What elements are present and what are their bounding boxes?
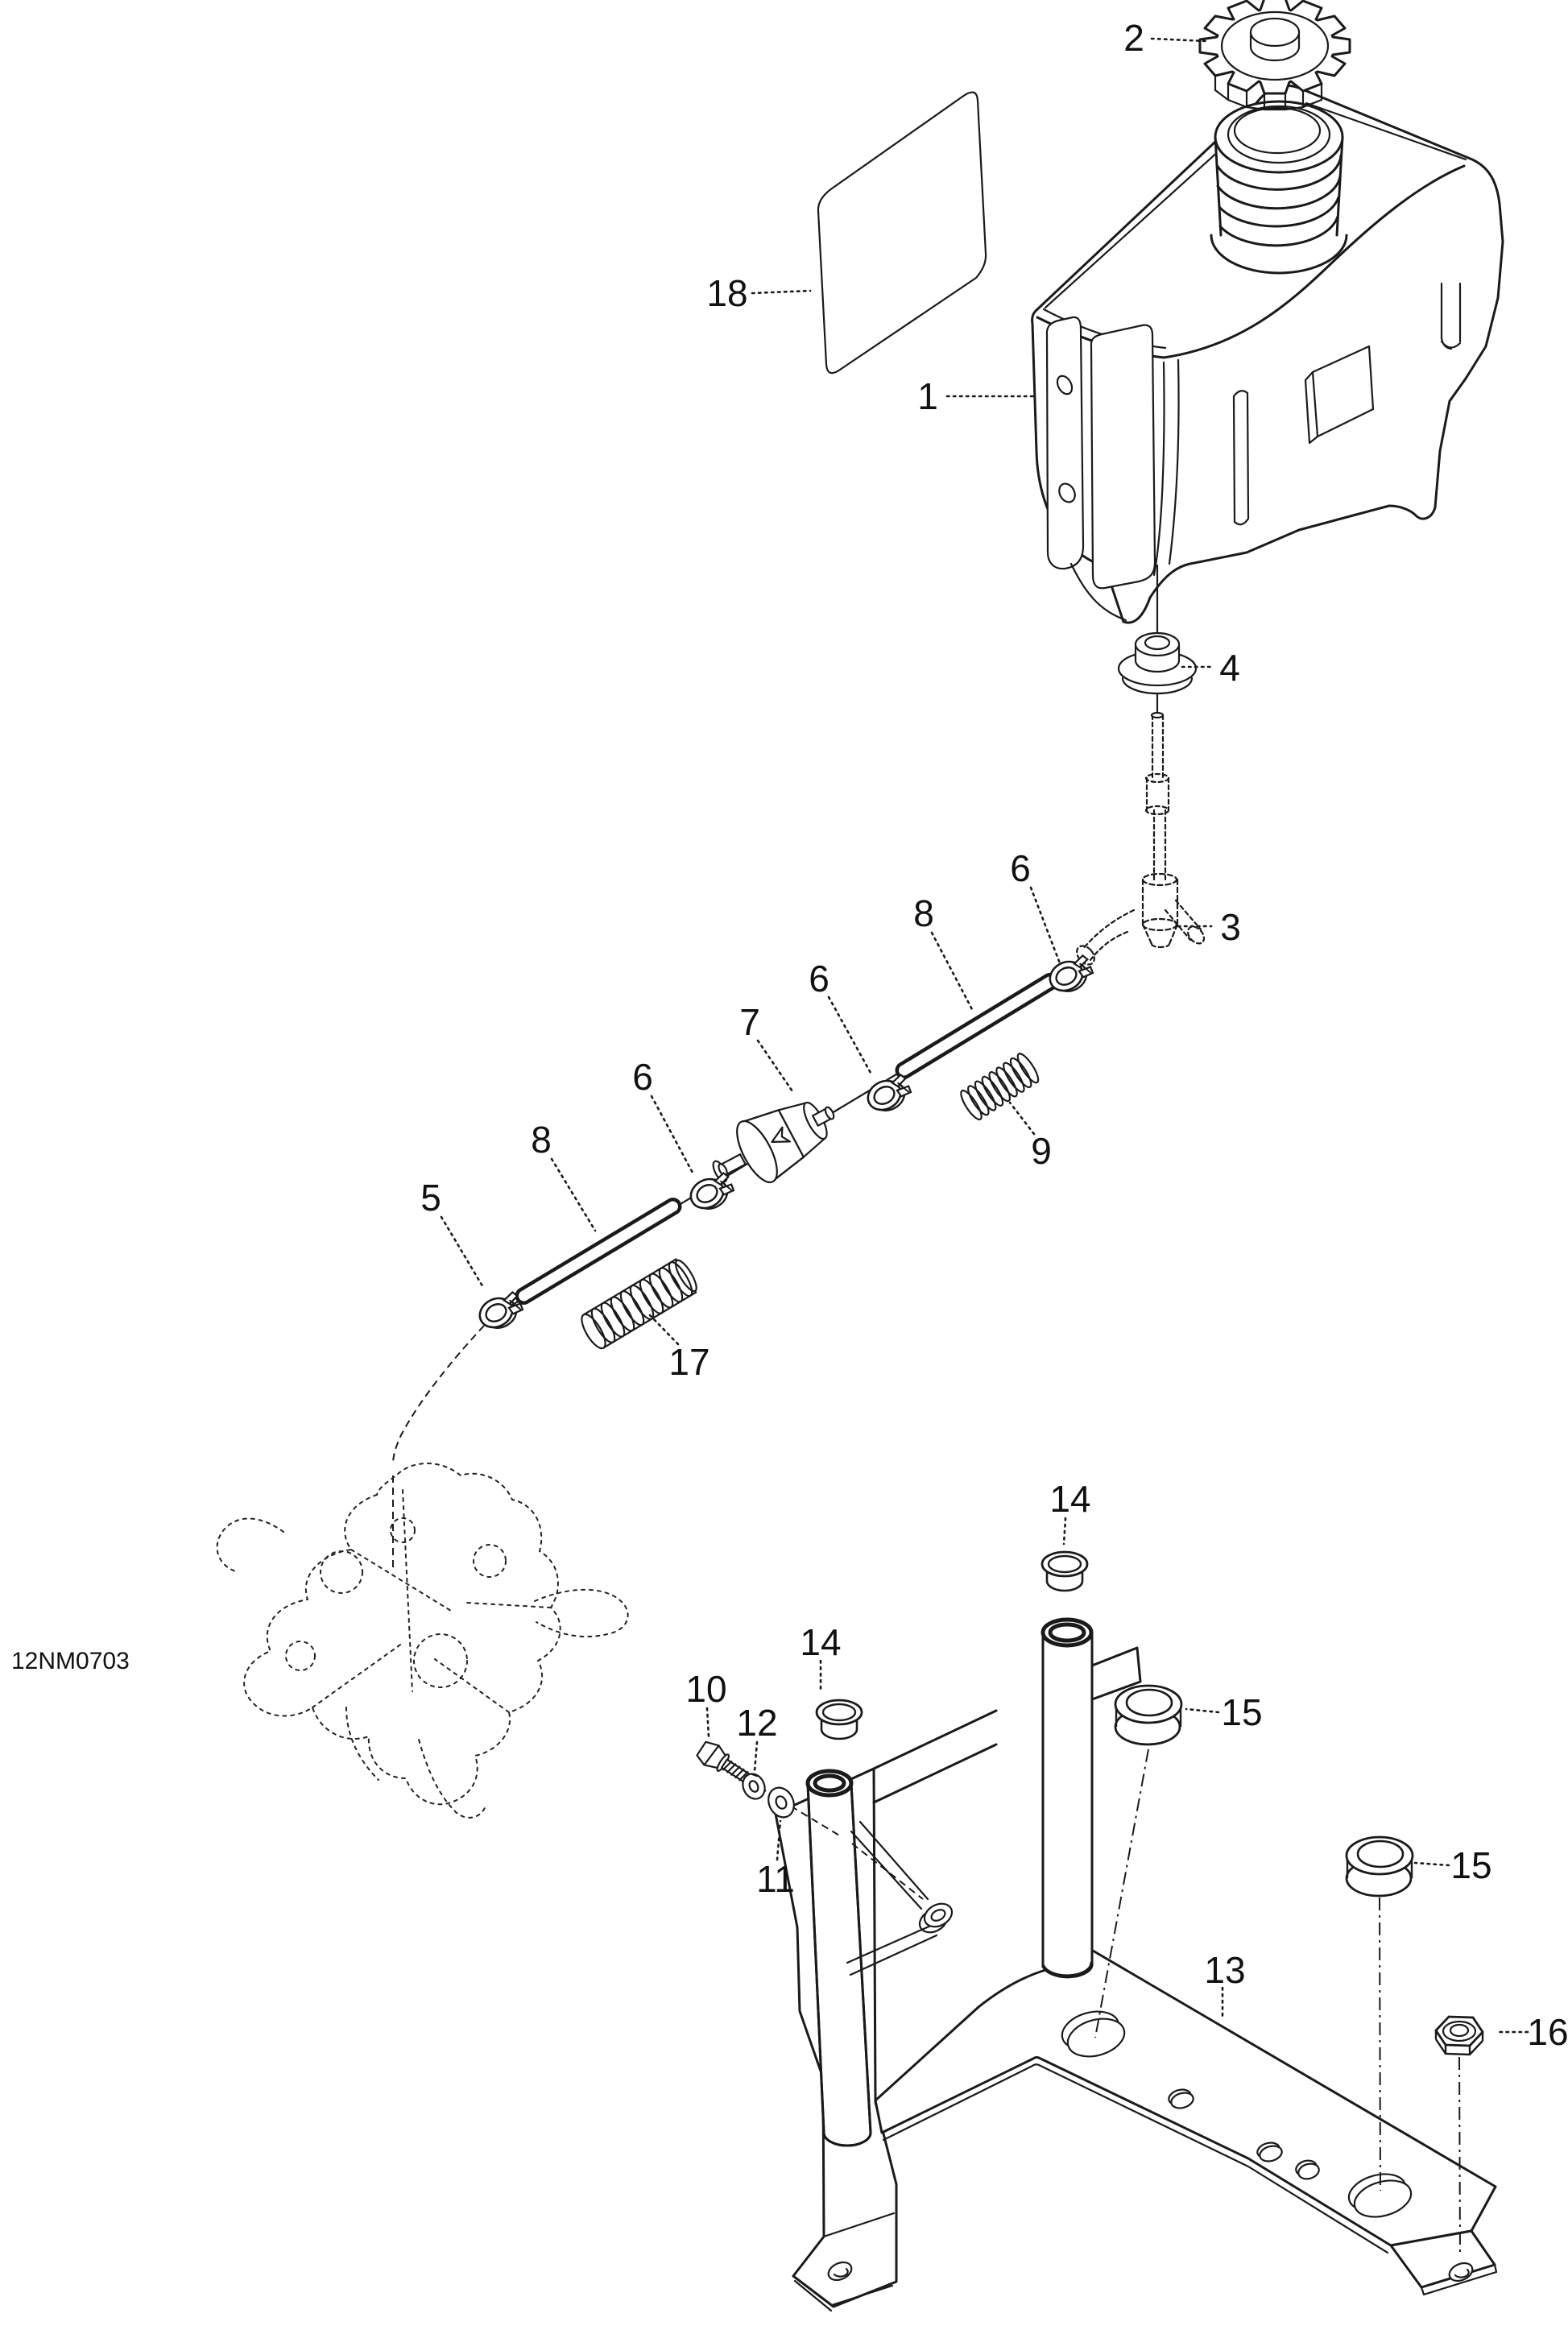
support-tube-left (805, 1769, 872, 2147)
callout-1: 1 (917, 375, 938, 417)
fuel-filter (712, 1101, 835, 1184)
callout-8: 8 (913, 892, 934, 934)
leader-lines (440, 37, 1529, 2034)
bolt (696, 1740, 752, 1785)
callout-11: 11 (756, 1858, 795, 1900)
hose-clamp (685, 1168, 739, 1217)
callout-5: 5 (420, 1177, 441, 1219)
callout-10: 10 (685, 1668, 726, 1710)
figure-code: 12NM0703 (11, 1648, 130, 1674)
callout-9: 9 (1031, 1130, 1052, 1172)
hex-nut (1434, 2015, 1484, 2056)
oil-tank-body (1031, 84, 1504, 624)
bracket-cross-rail (872, 1646, 1142, 1804)
callout-12: 12 (736, 1702, 777, 1744)
tube-cap-plug (815, 1699, 863, 1740)
flat-washer (767, 1786, 795, 1819)
decal (817, 91, 987, 375)
fuel-valve (1076, 711, 1206, 966)
callout-6: 6 (809, 958, 830, 999)
callout-18: 18 (706, 272, 747, 314)
tank-grommet (1117, 564, 1198, 717)
spring (960, 1053, 1040, 1121)
callout-4: 4 (1219, 647, 1240, 689)
callout-15: 15 (1221, 1691, 1262, 1733)
callouts: 2 18 1 4 3 6 8 6 7 6 9 8 5 17 14 14 10 1… (420, 17, 1568, 2053)
callout-6: 6 (1010, 847, 1031, 889)
rubber-grommet (1345, 1835, 1414, 1898)
hose-protector (581, 1258, 697, 1350)
reference-line (392, 1325, 485, 1465)
callout-16: 16 (1527, 2011, 1568, 2053)
support-tube-right (1041, 1617, 1094, 1979)
tank-flange (1045, 316, 1085, 570)
fuel-hose-lower (515, 1198, 682, 1305)
filler-neck (1210, 100, 1348, 275)
tube-cap-plug (1041, 1550, 1089, 1592)
rubber-grommet (1114, 1684, 1183, 1746)
callout-15: 15 (1450, 1844, 1491, 1886)
callout-13: 13 (1204, 1949, 1245, 1991)
callout-14: 14 (1049, 1478, 1090, 1520)
centerlines (1094, 1749, 1461, 2258)
bracket-plate (874, 1949, 1498, 2296)
callout-2: 2 (1123, 17, 1144, 59)
callout-7: 7 (739, 1001, 760, 1043)
callout-8: 8 (531, 1119, 552, 1161)
fuel-hose-upper (895, 973, 1059, 1079)
tank-cap-knob (1198, 0, 1351, 111)
callout-17: 17 (668, 1341, 710, 1383)
callout-6: 6 (632, 1056, 653, 1098)
lock-washer (742, 1773, 766, 1800)
carburetor-phantom (216, 1463, 629, 1819)
callout-3: 3 (1220, 906, 1241, 948)
callout-14: 14 (800, 1621, 841, 1663)
hose-clamp (1044, 950, 1098, 999)
